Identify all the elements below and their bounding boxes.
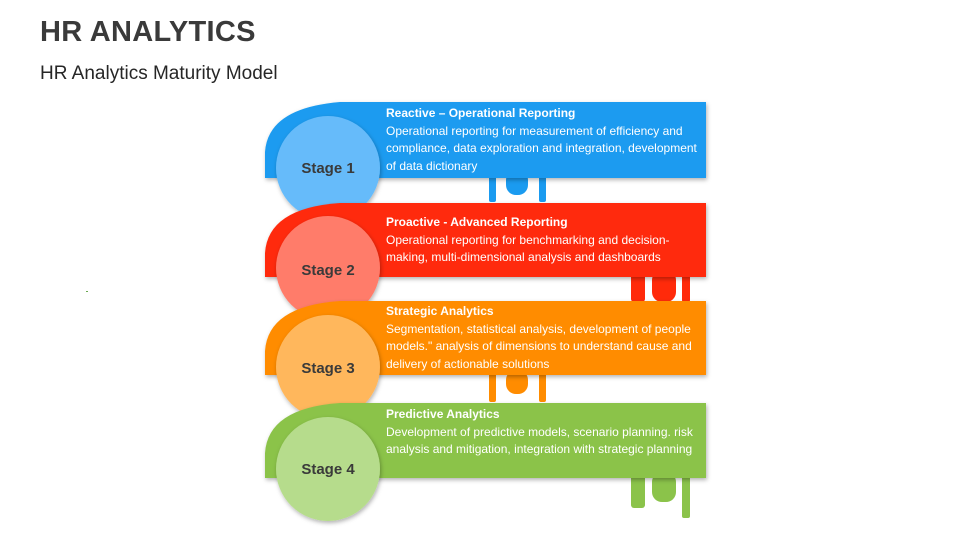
stage-4-description: Development of predictive models, scenar… <box>386 424 693 457</box>
stage-3-drips <box>489 370 546 402</box>
stage-2-heading: Proactive - Advanced Reporting <box>386 215 568 229</box>
stray-dot <box>86 291 88 292</box>
stage-1-description: Operational reporting for measurement of… <box>386 123 697 173</box>
stage-1-circle <box>276 116 380 220</box>
stage-3-description: Segmentation, statistical analysis, deve… <box>386 321 692 371</box>
stage-1-label: Stage 1 <box>301 160 355 177</box>
stage-2-label: Stage 2 <box>301 262 355 279</box>
stage-1-group <box>265 102 706 220</box>
stage-3-heading: Strategic Analytics <box>386 304 494 318</box>
stage-4-drips <box>631 472 690 518</box>
stage-4-heading: Predictive Analytics <box>386 407 500 421</box>
stage-3-text: Strategic Analytics Segmentation, statis… <box>386 303 706 373</box>
stage-4-label: Stage 4 <box>301 461 355 478</box>
stage-2-circle <box>276 216 380 320</box>
stage-3-label: Stage 3 <box>301 360 355 377</box>
stage-4-circle <box>276 417 380 521</box>
stage-1-text: Reactive – Operational Reporting Operati… <box>386 105 706 175</box>
stage-3-group <box>265 301 706 419</box>
stage-1-heading: Reactive – Operational Reporting <box>386 106 576 120</box>
stage-2-group <box>265 203 706 320</box>
stage-3-circle <box>276 315 380 419</box>
page-subtitle: HR Analytics Maturity Model <box>40 63 278 84</box>
stage-2-description: Operational reporting for benchmarking a… <box>386 232 670 265</box>
stage-4-group <box>265 403 706 521</box>
stage-4-text: Predictive Analytics Development of pred… <box>386 406 706 459</box>
page-title: HR ANALYTICS <box>40 16 256 48</box>
stage-2-drips <box>631 270 690 302</box>
stage-2-text: Proactive - Advanced Reporting Operation… <box>386 214 706 267</box>
